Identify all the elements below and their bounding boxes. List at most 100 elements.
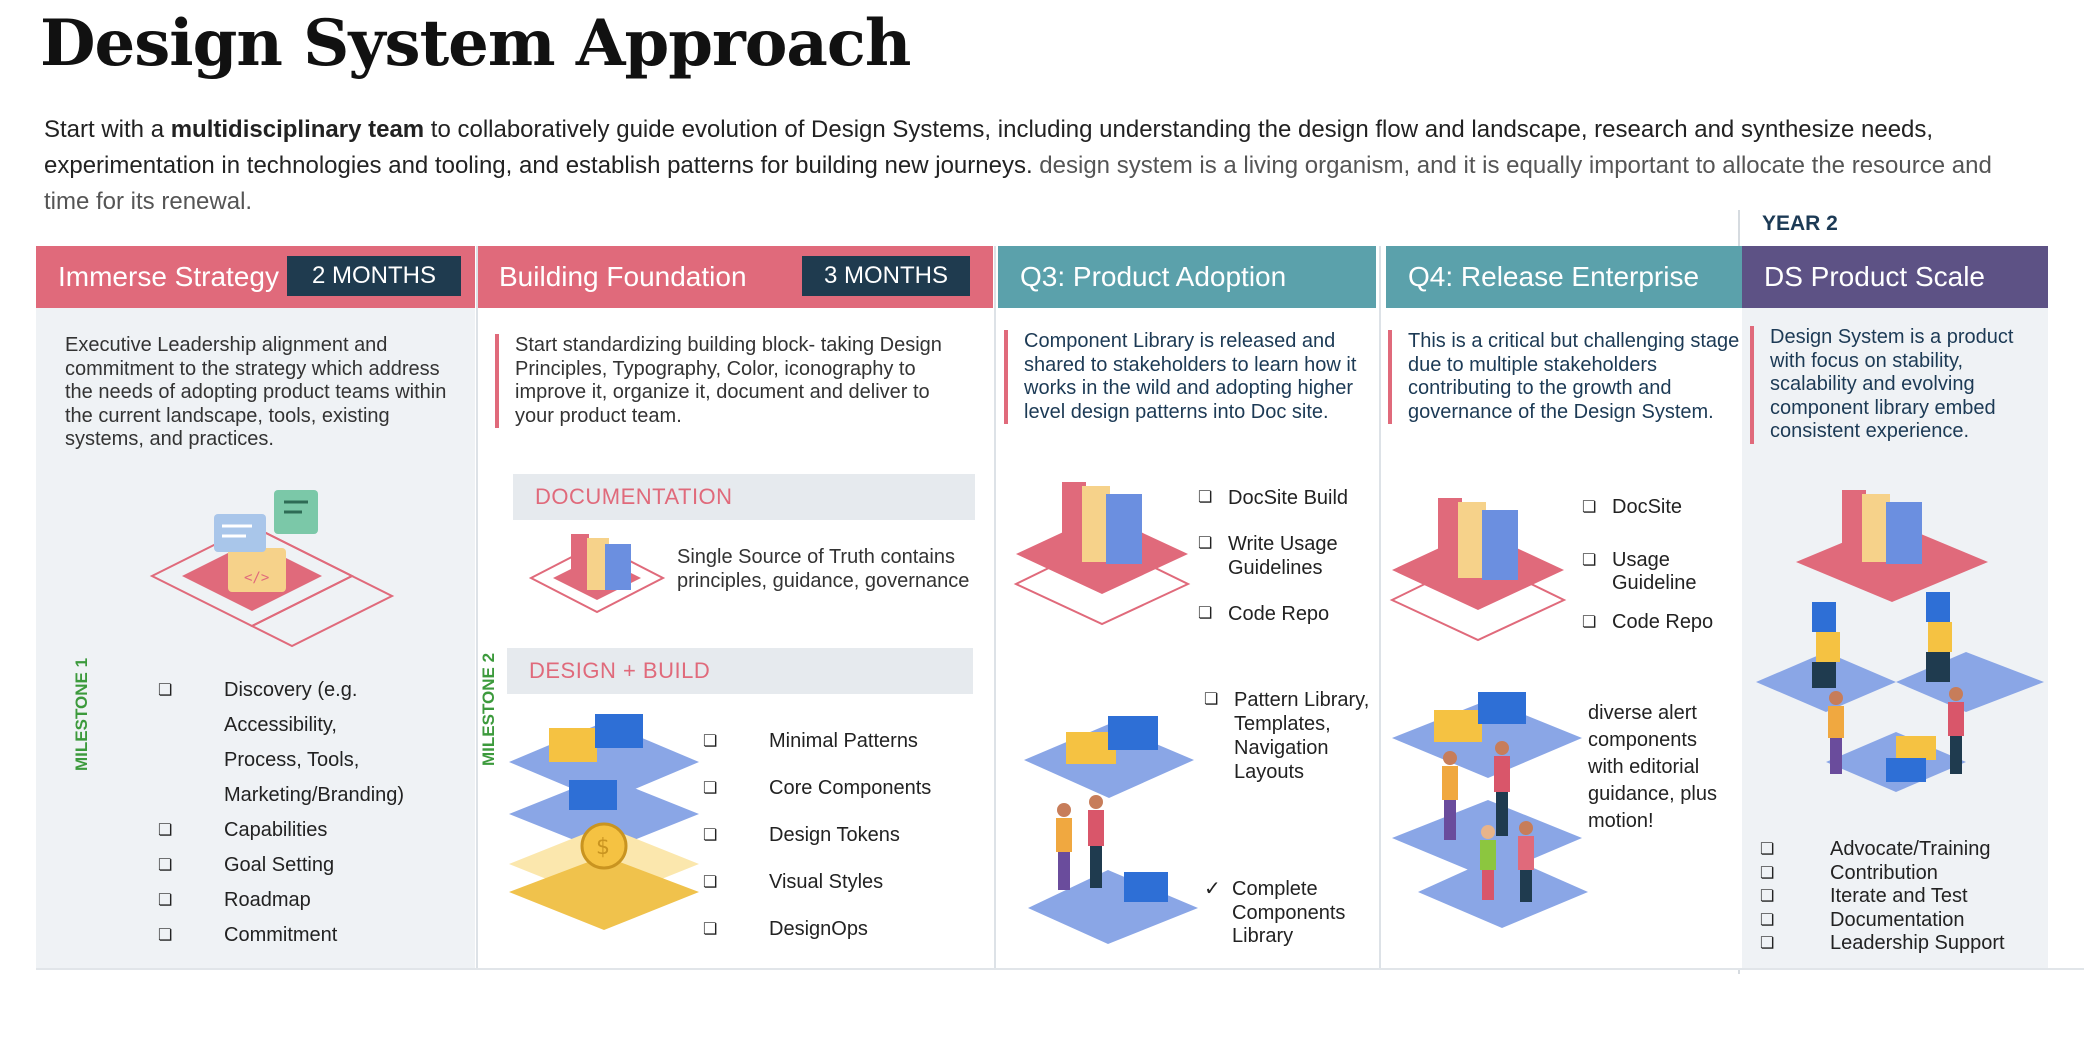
list-item: ❏Roadmap	[158, 883, 458, 918]
checkbox-icon[interactable]: ❏	[1582, 614, 1597, 631]
list-item: ❏Contribution	[1760, 861, 1938, 884]
list-item: Accessibility,	[224, 714, 337, 736]
list-item: ❏Code Repo	[1198, 603, 1330, 625]
column-header: DS Product Scale	[1742, 246, 2048, 308]
header-label: Building Foundation	[499, 261, 747, 292]
build-band: DESIGN + BUILD	[507, 648, 973, 694]
list-item: Process, Tools,	[224, 749, 360, 771]
people-icon	[1028, 795, 1198, 944]
checkbox-icon[interactable]: ❏	[703, 733, 718, 750]
list-item: ❏DocSite Build	[1198, 487, 1349, 509]
svg-text:</>: </>	[244, 570, 269, 586]
intro-light: design system is a living organism, and …	[44, 152, 1992, 215]
column-release-enterprise: Q4: Release Enterprise This is a critica…	[1386, 246, 1742, 970]
checkbox-icon[interactable]: ❏	[158, 682, 173, 699]
people-icon	[1392, 692, 1588, 928]
enterprise-checklist: ❏DocSite ❏Usage Guideline ❏Code Repo	[1582, 496, 1742, 634]
documentation-band: DOCUMENTATION	[513, 474, 975, 520]
column-description: This is a critical but challenging stage…	[1388, 330, 1740, 424]
adoption-checklist-top: ❏DocSite Build ❏Write Usage Guidelines ❏…	[1198, 486, 1374, 626]
column-background	[36, 306, 475, 970]
list-item: ❏Visual Styles	[703, 859, 993, 906]
duration-badge: 3 MONTHS	[802, 256, 970, 296]
list-item: ❏Usage Guideline	[1582, 549, 1697, 594]
checkbox-icon[interactable]: ❏	[703, 874, 718, 891]
checkbox-icon[interactable]: ❏	[1760, 911, 1775, 929]
column-description: Component Library is released and shared…	[1004, 330, 1372, 424]
column-description: Design System is a product with focus on…	[1750, 326, 2044, 444]
intro-paragraph: Start with a multidisciplinary team to c…	[44, 112, 2004, 220]
checkbox-icon[interactable]: ❏	[1760, 841, 1775, 858]
column-product-scale: DS Product Scale Design System is a prod…	[1742, 246, 2048, 970]
lego-block-icon	[1024, 716, 1194, 798]
list-item: ❏Pattern Library, Templates, Navigation …	[1204, 689, 1370, 783]
checkbox-icon[interactable]: ❏	[703, 827, 718, 844]
puzzle-icon: </>	[149, 490, 395, 648]
column-separator	[1379, 246, 1381, 970]
column-immerse-strategy: Immerse Strategy 2 MONTHS Executive Lead…	[36, 246, 475, 970]
list-item: ❏Core Components	[703, 765, 993, 812]
checkbox-icon[interactable]: ❏	[158, 822, 173, 839]
documentation-text: Single Source of Truth contains principl…	[677, 546, 970, 592]
list-item: ❏Code Repo	[1582, 611, 1714, 633]
list-item: ❏Write Usage Guidelines	[1198, 533, 1338, 579]
immerse-checklist: ❏Discovery (e.g. Accessibility, Process,…	[158, 673, 458, 953]
checkbox-icon[interactable]: ❏	[1760, 888, 1775, 905]
list-item: ❏Advocate/Training	[1760, 838, 1991, 860]
column-header: Q4: Release Enterprise	[1386, 246, 1742, 308]
checkmark-icon: ✓	[1204, 878, 1221, 900]
intro-part1: Start with a	[44, 116, 171, 143]
header-label: DS Product Scale	[1764, 261, 1985, 292]
list-item: ❏Documentation	[1760, 908, 1965, 931]
folder-stack-icon	[1013, 482, 1191, 626]
header-label: Q4: Release Enterprise	[1408, 261, 1700, 292]
build-checklist: ❏Minimal Patterns ❏Core Components ❏Desi…	[703, 718, 993, 953]
adoption-checklist-mid: ❏Pattern Library, Templates, Navigation …	[1204, 688, 1376, 784]
checkbox-icon[interactable]: ❏	[1582, 499, 1597, 516]
year-label: YEAR 2	[1762, 212, 1838, 235]
checkbox-icon[interactable]: ❏	[158, 892, 173, 909]
column-description: Start standardizing building block- taki…	[495, 334, 943, 428]
list-item: ❏Capabilities	[158, 813, 458, 848]
checkbox-icon[interactable]: ❏	[1204, 691, 1219, 708]
bottom-divider	[36, 968, 2084, 970]
adoption-done-item: ✓ Complete Components Library	[1204, 878, 1346, 947]
page-title: Design System Approach	[40, 6, 911, 81]
lego-block-icon	[1756, 490, 2044, 792]
checkbox-icon[interactable]: ❏	[1582, 552, 1597, 569]
folder-stack-icon	[1389, 498, 1567, 642]
checkbox-icon[interactable]: ❏	[158, 857, 173, 874]
checkbox-icon[interactable]: ❏	[158, 927, 173, 944]
header-label: Immerse Strategy	[58, 261, 279, 292]
folder-stack-icon	[528, 534, 666, 614]
list-item: Marketing/Branding)	[224, 784, 405, 806]
milestone-label: MILESTONE 2	[479, 652, 498, 766]
list-item: ❏Commitment	[158, 918, 458, 953]
svg-text:$: $	[596, 835, 610, 860]
checkbox-icon[interactable]: ❏	[1198, 535, 1213, 552]
header-label: Q3: Product Adoption	[1020, 261, 1287, 292]
intro-bold: multidisciplinary team	[170, 116, 425, 143]
checkbox-icon[interactable]: ❏	[1198, 605, 1213, 622]
column-description: Executive Leadership alignment and commi…	[65, 334, 447, 450]
list-item: ❏Design Tokens	[703, 812, 993, 859]
list-item: ❏DocSite	[1582, 496, 1683, 518]
milestone-label: MILESTONE 1	[72, 657, 91, 771]
list-item: ❏Goal Setting	[158, 848, 458, 883]
column-background	[1742, 306, 2048, 970]
intro-part2: to collaboratively guide evolution of De…	[44, 116, 1934, 179]
lego-block-icon: $	[509, 714, 699, 930]
checkbox-icon[interactable]: ❏	[703, 780, 718, 797]
checkbox-icon[interactable]: ❏	[1198, 489, 1213, 506]
list-item: ❏Iterate and Test	[1760, 885, 1968, 907]
list-item: ❏DesignOps	[703, 906, 993, 953]
column-header: Q3: Product Adoption	[998, 246, 1376, 308]
column-separator	[476, 246, 478, 970]
list-item: ❏Leadership Support	[1760, 932, 2005, 954]
checkbox-icon[interactable]: ❏	[703, 921, 718, 938]
enterprise-note: diverse alert components with editorial …	[1588, 702, 1717, 832]
column-separator	[994, 246, 996, 970]
duration-badge: 2 MONTHS	[287, 256, 461, 296]
checkbox-icon[interactable]: ❏	[1760, 935, 1775, 952]
checkbox-icon[interactable]: ❏	[1760, 864, 1775, 882]
